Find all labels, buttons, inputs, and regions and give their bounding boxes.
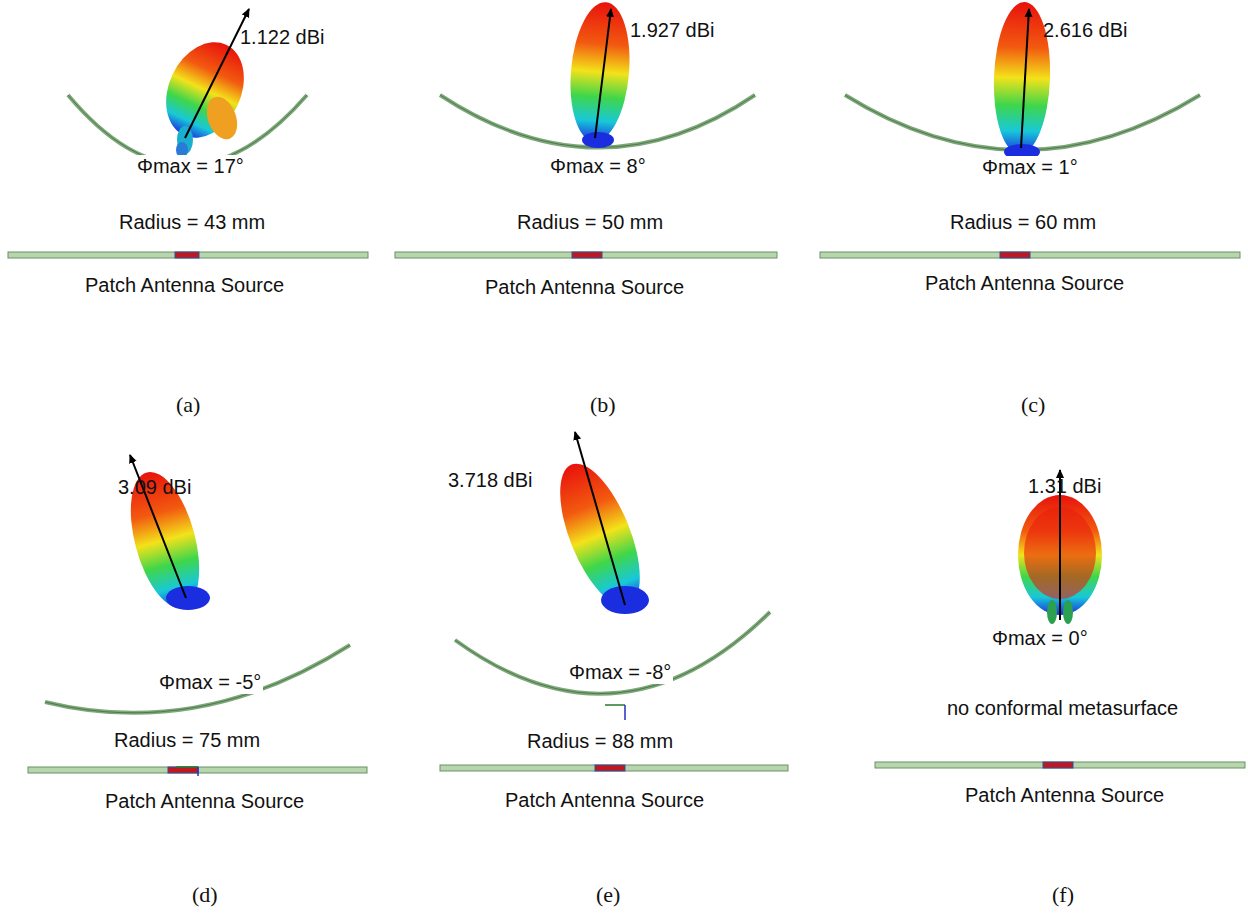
- radius-label: no conformal metasurface: [945, 697, 1180, 720]
- source-label: Patch Antenna Source: [963, 784, 1166, 807]
- panel-caption: (f): [1050, 882, 1076, 907]
- source-label: Patch Antenna Source: [103, 790, 306, 813]
- gain-value: 1.927 dBi: [628, 19, 717, 42]
- source-label: Patch Antenna Source: [483, 276, 686, 299]
- gain-value: 1.122 dBi: [238, 26, 327, 49]
- source-label: Patch Antenna Source: [923, 272, 1126, 295]
- source-label: Patch Antenna Source: [503, 789, 706, 812]
- radius-label: Radius = 43 mm: [117, 211, 267, 234]
- gain-value: 2.616 dBi: [1041, 19, 1130, 42]
- radius-label: Radius = 75 mm: [112, 729, 262, 752]
- panel-caption: (a): [174, 392, 202, 417]
- panel-caption: (d): [190, 882, 220, 907]
- gain-value: 3.718 dBi: [446, 469, 535, 492]
- panel-caption: (e): [594, 882, 622, 907]
- radius-label: Radius = 50 mm: [515, 211, 665, 234]
- gain-value: 1.31 dBi: [1026, 475, 1103, 498]
- gain-value: 3.09 dBi: [116, 476, 193, 499]
- panel-caption: (b): [588, 392, 618, 417]
- conformal-metasurface: [45, 95, 1200, 713]
- phi-max-label: Φmax = -5°: [157, 671, 263, 694]
- panel-caption: (c): [1019, 392, 1047, 417]
- phi-max-label: Φmax = -8°: [567, 661, 673, 684]
- source-label: Patch Antenna Source: [83, 274, 286, 297]
- radius-label: Radius = 88 mm: [525, 730, 675, 753]
- radius-label: Radius = 60 mm: [948, 211, 1098, 234]
- patch-antenna: [8, 252, 1245, 773]
- phi-max-label: Φmax = 8°: [548, 155, 648, 178]
- gain-arrow: [130, 9, 1060, 620]
- phi-max-label: Φmax = 1°: [980, 156, 1080, 179]
- phi-max-label: Φmax = 17°: [135, 155, 246, 178]
- phi-max-label: Φmax = 0°: [990, 627, 1090, 650]
- radiation-pattern: [118, 0, 1102, 624]
